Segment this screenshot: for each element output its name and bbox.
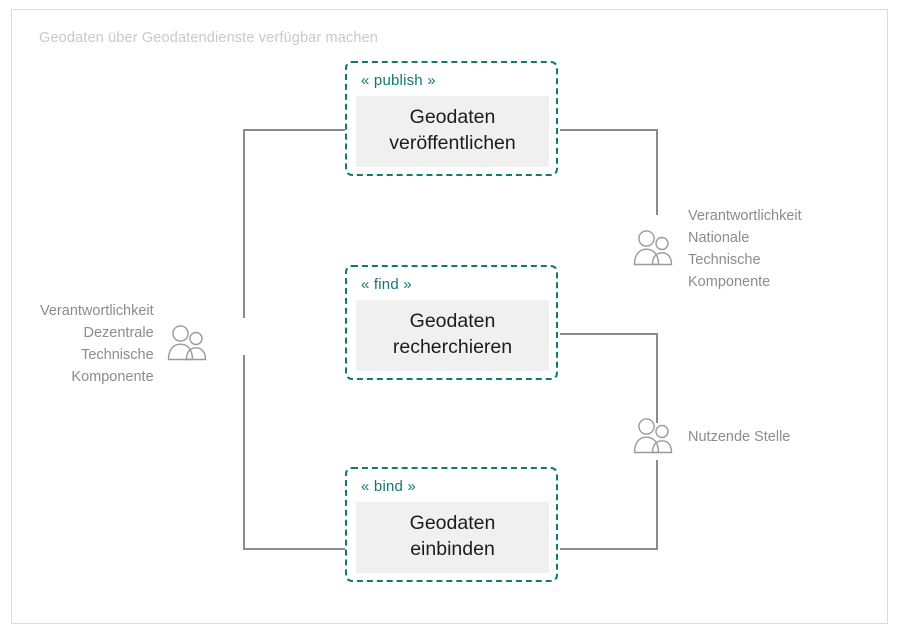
actor-label: Verantwortlichkeit Nationale Technische … [688, 208, 802, 291]
usecase-bind[interactable]: « bind » Geodaten einbinden [345, 467, 558, 583]
actor-group-icon [633, 230, 673, 266]
actor-group-icon [633, 418, 673, 454]
usecase-name-line1: Geodaten [409, 106, 496, 128]
actor-label: Nutzende Stelle [688, 428, 791, 445]
usecase-stereotype: « find » [361, 276, 412, 293]
system-title: Geodaten über Geodatendienste verfügbar … [39, 30, 379, 46]
usecase-find[interactable]: « find » Geodaten recherchieren [345, 265, 558, 381]
actor-nutzende-stelle[interactable]: Nutzende Stelle [630, 414, 790, 460]
usecase-name-line2: veröffentlichen [389, 131, 516, 154]
usecase-name: Geodaten recherchieren [356, 300, 549, 372]
actor-label: Verantwortlichkeit Dezentrale Technische… [40, 303, 154, 386]
actor-dezentrale-technische-komponente[interactable]: Verantwortlichkeit Dezentrale Technische… [40, 300, 210, 388]
actor-group-icon [167, 325, 206, 361]
usecase-stereotype: « publish » [361, 72, 436, 89]
usecase-name-line1: Geodaten [409, 310, 496, 332]
usecase-publish[interactable]: « publish » Geodaten veröffentlichen [345, 61, 558, 177]
usecase-stereotype: « bind » [361, 478, 416, 495]
usecase-name: Geodaten einbinden [356, 502, 549, 574]
actor-nationale-technische-komponente[interactable]: Verantwortlichkeit Nationale Technische … [630, 205, 802, 293]
usecase-name-line2: einbinden [410, 537, 495, 560]
usecase-name: Geodaten veröffentlichen [356, 96, 549, 168]
usecase-name-line2: recherchieren [392, 335, 513, 358]
usecase-name-line1: Geodaten [409, 512, 496, 534]
